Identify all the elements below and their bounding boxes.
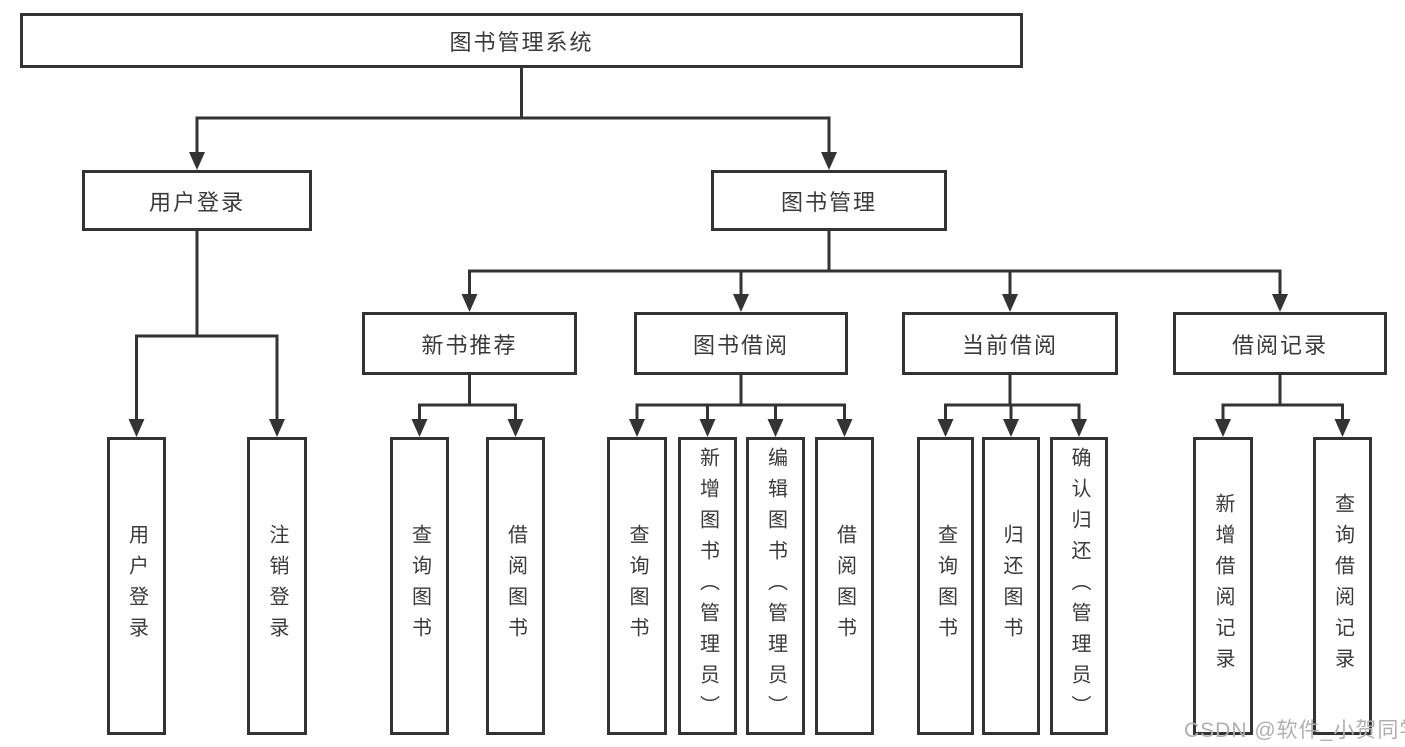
leaf-label: 查询图书 <box>408 524 431 648</box>
arrowhead-icon <box>1071 419 1087 437</box>
arrowhead-icon <box>507 419 524 437</box>
node-new-book-recommend: 新书推荐 <box>362 312 577 375</box>
leaf-label: 查询图书 <box>934 524 957 648</box>
leaf-query-borrow-record: 查询借阅记录 <box>1313 437 1372 735</box>
leaf-query-books-borrow: 查询图书 <box>607 437 667 735</box>
leaf-label: 确认归还（管理员） <box>1068 446 1090 726</box>
leaf-borrow-books-recommend: 借阅图书 <box>486 437 545 735</box>
leaf-label: 借阅图书 <box>833 524 856 648</box>
arrowhead-icon <box>629 419 645 437</box>
leaf-label: 借阅图书 <box>504 524 527 648</box>
arrowhead-icon <box>1003 419 1019 437</box>
leaf-query-books-current: 查询图书 <box>917 437 974 735</box>
leaf-label: 新增借阅记录 <box>1212 493 1234 679</box>
node-borrow-records: 借阅记录 <box>1173 312 1387 375</box>
node-current-borrow: 当前借阅 <box>902 312 1118 375</box>
leaf-add-book-admin: 新增图书（管理员） <box>678 437 737 735</box>
arrowhead-icon <box>1334 419 1351 437</box>
leaf-label: 新增图书（管理员） <box>696 446 719 726</box>
leaf-label: 查询图书 <box>626 524 648 648</box>
arrowhead-icon <box>461 294 478 312</box>
leaf-edit-book-admin: 编辑图书（管理员） <box>746 437 805 735</box>
leaf-return-book: 归还图书 <box>982 437 1040 735</box>
leaf-label: 编辑图书（管理员） <box>764 446 787 726</box>
leaf-user-login: 用户登录 <box>107 437 166 735</box>
leaf-add-borrow-record: 新增借阅记录 <box>1193 437 1253 735</box>
leaf-logout: 注销登录 <box>247 437 307 735</box>
leaf-label: 用户登录 <box>125 524 148 648</box>
node-book-borrow: 图书借阅 <box>634 312 848 375</box>
node-root: 图书管理系统 <box>20 13 1023 68</box>
leaf-borrow-books: 借阅图书 <box>815 437 874 735</box>
node-user-login: 用户登录 <box>82 170 312 231</box>
arrowhead-icon <box>767 419 784 437</box>
csdn-watermark: CSDN @软件_小贺同学 <box>1184 719 1405 742</box>
arrowhead-icon <box>699 419 716 437</box>
node-book-management: 图书管理 <box>711 170 947 231</box>
leaf-label: 注销登录 <box>266 524 288 648</box>
arrowhead-icon <box>733 294 749 312</box>
leaf-label: 归还图书 <box>1000 524 1022 648</box>
arrowhead-icon <box>1215 419 1231 437</box>
arrowhead-icon <box>821 152 837 170</box>
arrowhead-icon <box>128 419 145 437</box>
leaf-label: 查询借阅记录 <box>1331 493 1354 679</box>
arrowhead-icon <box>1002 294 1018 312</box>
arrowhead-icon <box>1272 294 1288 312</box>
arrowhead-icon <box>269 419 285 437</box>
leaf-confirm-return-admin: 确认归还（管理员） <box>1050 437 1108 735</box>
arrowhead-icon <box>411 419 428 437</box>
arrowhead-icon <box>937 419 954 437</box>
arrowhead-icon <box>189 152 205 170</box>
leaf-query-books-recommend: 查询图书 <box>390 437 449 735</box>
arrowhead-icon <box>836 419 853 437</box>
